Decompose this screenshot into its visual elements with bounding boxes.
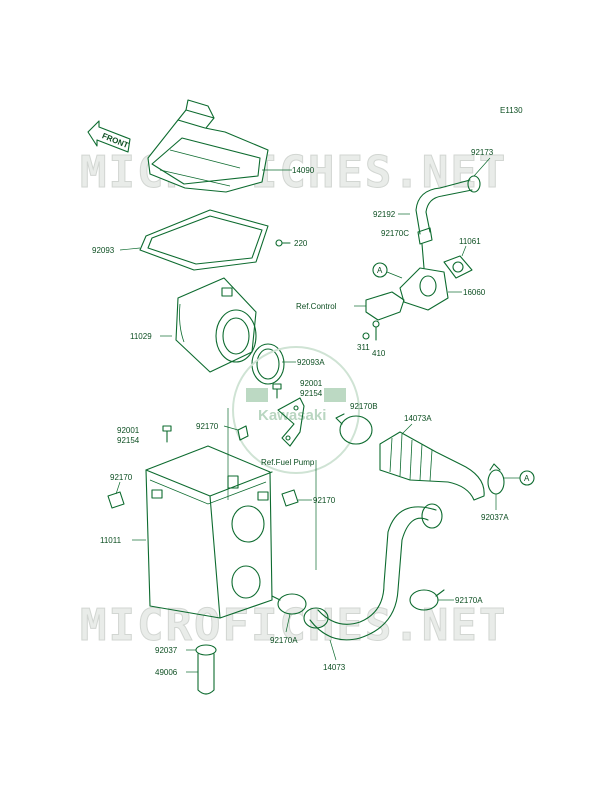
label-92170-mid: 92170	[196, 422, 219, 431]
diagram-code: E1130	[500, 106, 523, 115]
label-14090: 14090	[292, 166, 315, 175]
bolt-410	[372, 320, 380, 341]
intake-duct-14073	[303, 503, 443, 641]
label-14073a: 14073A	[404, 414, 432, 423]
air-filter-element	[175, 277, 257, 373]
label-410: 410	[372, 349, 386, 358]
gasket-92093	[139, 209, 269, 271]
grommet-11061	[443, 255, 473, 279]
label-92001-left: 92001	[117, 426, 140, 435]
label-14073: 14073	[323, 663, 346, 672]
clamp-92170a-bottom	[271, 593, 307, 615]
label-92170a-bottom: 92170A	[270, 636, 298, 645]
watermark-bottom: MICROFICHES.NET	[80, 600, 507, 651]
kawasaki-logo: Kawasaki	[232, 346, 360, 474]
label-92170-left: 92170	[110, 473, 133, 482]
nut-311	[362, 332, 370, 340]
ref-a-right-label: A	[524, 474, 530, 483]
logo-text: Kawasaki	[258, 407, 326, 424]
breather-16060	[399, 243, 449, 311]
label-11061: 11061	[459, 237, 481, 246]
clamp-92037a	[487, 463, 505, 495]
label-92170a-right: 92170A	[455, 596, 483, 605]
label-220: 220	[294, 239, 308, 248]
ref-circle-a-upper: A	[372, 262, 388, 278]
label-311: 311	[357, 343, 370, 352]
label-16060: 16060	[463, 288, 486, 297]
label-92170c: 92170C	[381, 229, 409, 238]
clip-92170c	[417, 227, 433, 245]
label-49006: 49006	[155, 668, 178, 677]
label-92173: 92173	[471, 148, 494, 157]
fuel-pump-bracket	[277, 397, 305, 447]
label-92093: 92093	[92, 246, 115, 255]
clip-92170-right	[281, 489, 299, 507]
label-92037: 92037	[155, 646, 178, 655]
label-11011: 11011	[100, 536, 122, 545]
label-92154-top: 92154	[300, 389, 323, 398]
clip-92170-left	[107, 491, 125, 509]
label-92093a: 92093A	[297, 358, 325, 367]
clip-92170-mid	[237, 425, 249, 441]
label-92154-left: 92154	[117, 436, 140, 445]
air-box-housing	[145, 445, 273, 619]
air-cleaner-cover	[147, 99, 269, 193]
label-92001-top: 92001	[300, 379, 323, 388]
label-92170b: 92170B	[350, 402, 378, 411]
label-11029: 11029	[130, 332, 152, 341]
label-ref-control: Ref.Control	[296, 302, 337, 311]
label-ref-fuel-pump: Ref.Fuel Pump	[261, 458, 315, 467]
bolt-92001-left	[162, 425, 172, 443]
drain-tube-49006	[197, 653, 215, 695]
front-arrow-icon: FRONT	[87, 120, 131, 153]
label-92192: 92192	[373, 210, 396, 219]
label-92037a: 92037A	[481, 513, 509, 522]
clamp-92170b	[335, 413, 373, 445]
intake-boot-14073a	[379, 431, 485, 501]
ref-a-upper-label: A	[377, 266, 383, 275]
control-bracket	[365, 291, 405, 321]
hose-92192	[415, 179, 473, 235]
bolt-92001-top	[272, 383, 282, 399]
ref-circle-a-right: A	[519, 470, 535, 486]
screw-220	[275, 239, 291, 247]
label-92170-right: 92170	[313, 496, 336, 505]
